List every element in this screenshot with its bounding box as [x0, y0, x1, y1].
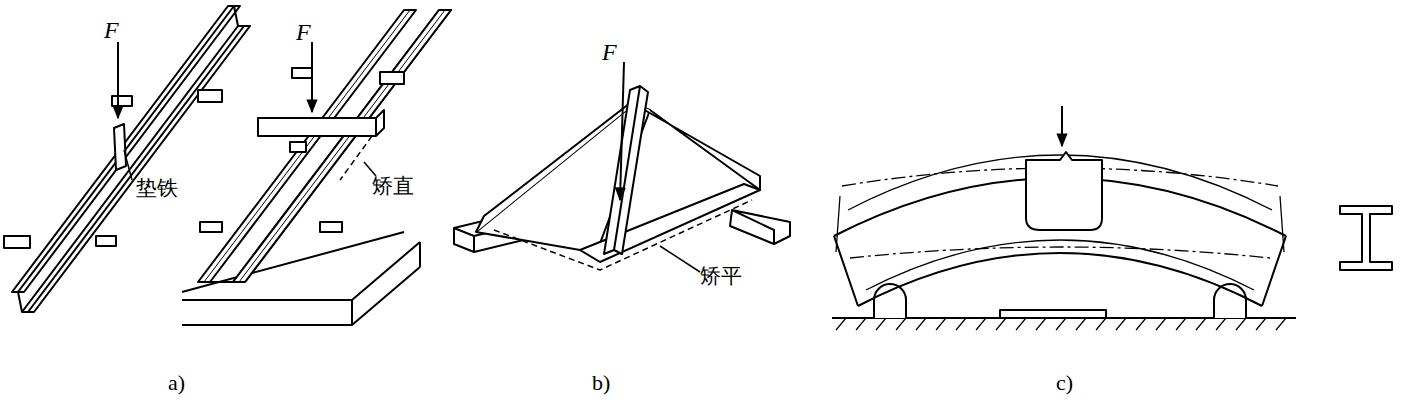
diagonal-bar — [604, 86, 648, 254]
press-bar — [258, 110, 384, 136]
panel-label: c) — [1056, 372, 1073, 394]
ground-hatch — [836, 318, 1286, 330]
force-arrow — [620, 62, 624, 200]
panel-label: b) — [592, 372, 610, 394]
shim-block — [114, 124, 126, 170]
force-arrow — [1061, 106, 1063, 146]
force-label: F — [104, 18, 119, 42]
leader-line — [124, 150, 132, 180]
force-arrow — [311, 42, 313, 112]
part-name: 垫铁 — [136, 178, 178, 199]
dashed-line — [494, 200, 752, 270]
platform — [182, 232, 420, 325]
force-arrow — [117, 42, 119, 118]
roller-support — [874, 284, 1246, 318]
panel-label: a) — [168, 372, 185, 394]
part-name: 矫平 — [700, 266, 742, 287]
dashed-line — [340, 136, 372, 180]
part-name: 矫直 — [372, 176, 414, 197]
leader-line — [364, 162, 376, 176]
support-block — [200, 68, 404, 232]
center-block — [1000, 310, 1106, 318]
press-head — [1026, 152, 1102, 230]
leader-line — [660, 246, 700, 272]
force-label: F — [602, 40, 617, 64]
i-section-symbol — [1340, 206, 1392, 270]
force-label: F — [296, 20, 311, 44]
support-block — [4, 90, 222, 248]
channel-section — [198, 10, 451, 282]
